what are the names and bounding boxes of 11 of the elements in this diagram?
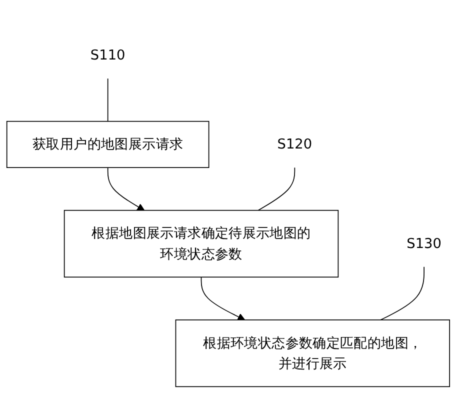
- node-box: 根据环境状态参数确定匹配的地图，并进行展示: [175, 319, 450, 388]
- connector: [258, 167, 296, 211]
- connector: [380, 266, 424, 320]
- arrow: [107, 167, 145, 211]
- node-text: S130: [406, 235, 442, 252]
- connector: [107, 78, 108, 122]
- node-box: 根据地图展示请求确定待展示地图的环境状态参数: [64, 210, 339, 278]
- node-box: 获取用户的地图展示请求: [6, 120, 210, 168]
- node-text: S110: [90, 46, 126, 64]
- node-text: S120: [277, 136, 312, 152]
- arrow: [200, 276, 246, 320]
